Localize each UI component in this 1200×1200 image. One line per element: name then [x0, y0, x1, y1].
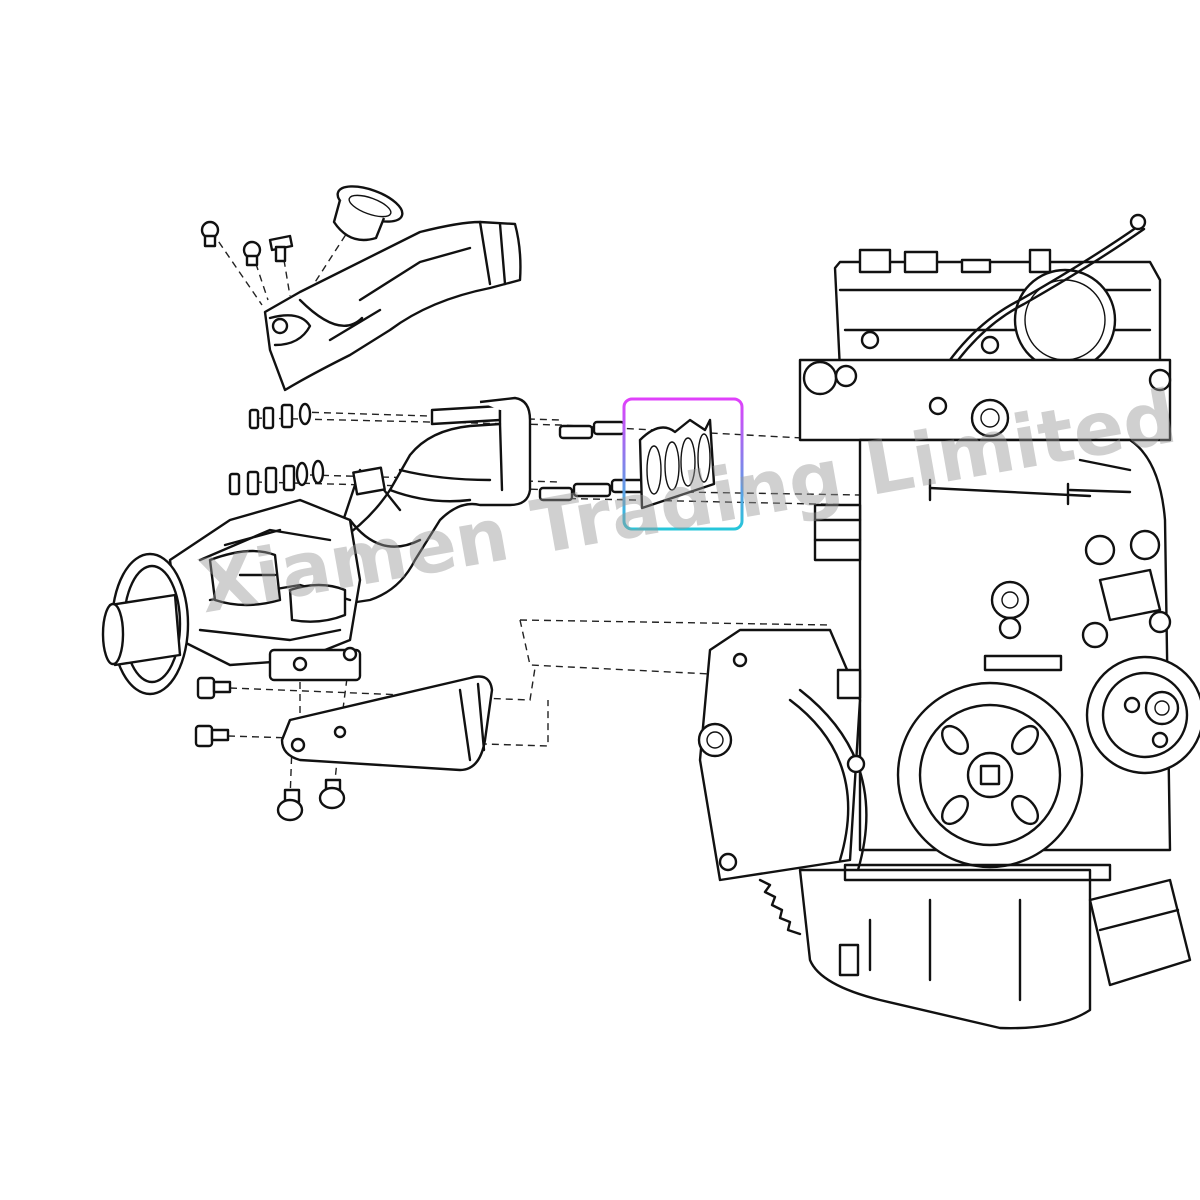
engine-block [697, 213, 1200, 1030]
upper-heat-shield-assembly [200, 185, 522, 392]
middle-studs [538, 420, 648, 502]
catalytic-converter [168, 498, 362, 682]
stud-row-lower [228, 459, 325, 496]
stud-row-upper [248, 402, 312, 430]
outlet-flange [101, 552, 190, 696]
bottom-bolt-left [276, 788, 304, 822]
funnel-cap [332, 185, 404, 242]
lower-bracket-bolt-lower [194, 724, 230, 748]
highlight-box [622, 397, 744, 531]
crankshaft-pulley [896, 681, 1084, 869]
accessory-pulley [1085, 655, 1200, 775]
upper-bolt-right [268, 234, 294, 263]
highlighted-gasket [622, 397, 744, 531]
upper-bolt-left [200, 220, 220, 248]
lower-heat-shield-bracket [280, 675, 494, 772]
exhaust-manifold [308, 396, 532, 608]
upper-bolt-middle [242, 240, 262, 267]
upper-heat-shield [263, 220, 522, 392]
lower-bracket-bolt-upper [196, 676, 232, 700]
bottom-bolt-right [318, 778, 346, 810]
